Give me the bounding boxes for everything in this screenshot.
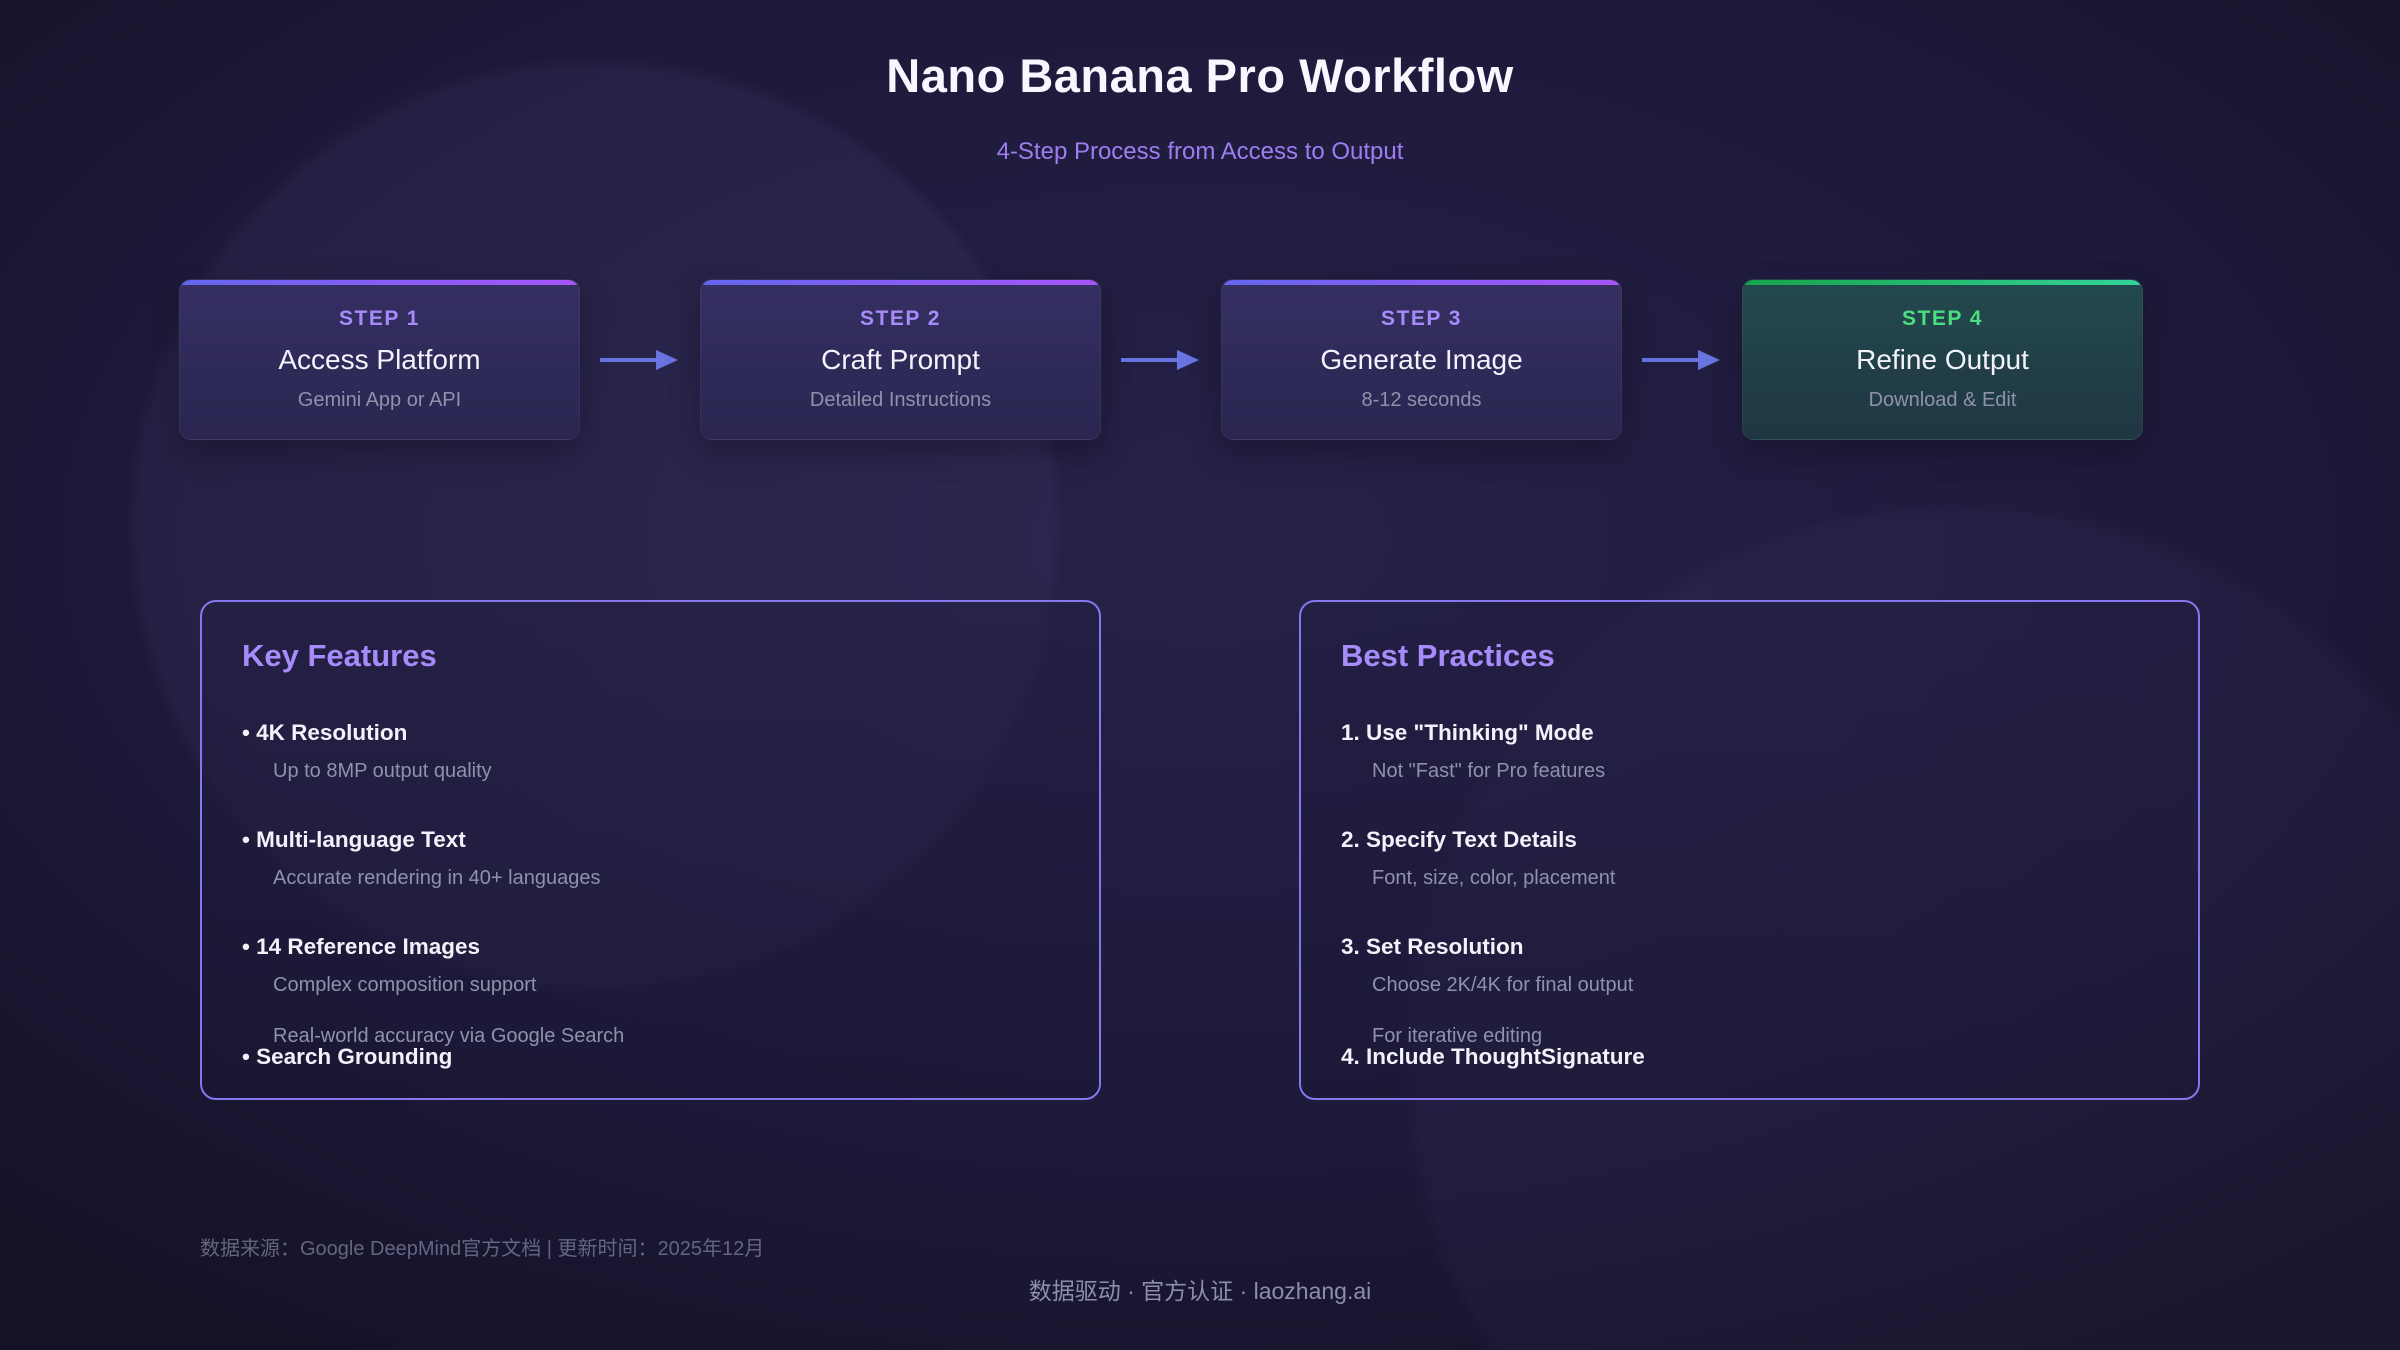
key-features-panel: Key Features • 4K Resolution Up to 8MP o… xyxy=(200,600,1101,1100)
step-desc: 8-12 seconds xyxy=(1361,389,1482,411)
practice-title: 4. Include ThoughtSignature xyxy=(1341,1044,1645,1069)
feature-item: • Multi-language Text Accurate rendering… xyxy=(242,827,1059,890)
step-card-1: STEP 1 Access Platform Gemini App or API xyxy=(179,279,580,440)
steps-row: STEP 1 Access Platform Gemini App or API… xyxy=(179,279,2143,440)
arrow-right-icon xyxy=(1642,349,1720,370)
step-label: STEP 4 xyxy=(1902,307,1983,330)
feature-item: Real-world accuracy via Google Search • … xyxy=(242,1025,1059,1070)
step-title: Craft Prompt xyxy=(821,344,980,375)
arrow-right-icon xyxy=(1121,349,1199,370)
feature-title: • 4K Resolution xyxy=(242,720,408,745)
step-connector xyxy=(1101,348,1221,372)
feature-desc: Real-world accuracy via Google Search xyxy=(273,1025,625,1047)
best-practices-panel: Best Practices 1. Use "Thinking" Mode No… xyxy=(1299,600,2200,1100)
step-card-4: STEP 4 Refine Output Download & Edit xyxy=(1742,279,2143,440)
step-desc: Gemini App or API xyxy=(297,389,462,411)
feature-desc: Up to 8MP output quality xyxy=(273,760,492,782)
feature-title: • Search Grounding xyxy=(242,1044,453,1069)
practice-desc: Choose 2K/4K for final output xyxy=(1372,974,1634,996)
practice-item: For iterative editing 4. Include Thought… xyxy=(1341,1025,2158,1070)
step-title: Generate Image xyxy=(1320,344,1523,375)
feature-title: • 14 Reference Images xyxy=(242,934,481,959)
step-title: Refine Output xyxy=(1856,344,2029,375)
practice-title: 3. Set Resolution xyxy=(1341,934,1524,959)
info-panels: Key Features • 4K Resolution Up to 8MP o… xyxy=(200,600,2200,1100)
practice-title: 1. Use "Thinking" Mode xyxy=(1341,720,1594,745)
practice-item: 3. Set Resolution Choose 2K/4K for final… xyxy=(1341,934,2158,997)
step-accent-bar xyxy=(1222,280,1621,285)
feature-item: • 4K Resolution Up to 8MP output quality xyxy=(242,720,1059,783)
panel-title: Best Practices xyxy=(1341,638,1555,673)
feature-desc: Accurate rendering in 40+ languages xyxy=(273,867,601,889)
page-subtitle: 4-Step Process from Access to Output xyxy=(996,138,1404,165)
step-card-2: STEP 2 Craft Prompt Detailed Instruction… xyxy=(700,279,1101,440)
step-label: STEP 1 xyxy=(339,307,420,330)
arrow-right-icon xyxy=(600,349,678,370)
step-desc: Detailed Instructions xyxy=(809,389,992,411)
feature-title: • Multi-language Text xyxy=(242,827,466,852)
data-source-note: 数据来源：Google DeepMind官方文档 | 更新时间：2025年12月 xyxy=(200,1238,765,1260)
step-accent-bar xyxy=(1743,280,2142,285)
step-accent-bar xyxy=(180,280,579,285)
step-title: Access Platform xyxy=(278,344,481,375)
practice-desc: Not "Fast" for Pro features xyxy=(1372,760,1606,782)
brand-footer: 数据驱动 · 官方认证 · laozhang.ai xyxy=(1028,1278,1372,1304)
practice-title: 2. Specify Text Details xyxy=(1341,827,1577,852)
step-accent-bar xyxy=(701,280,1100,285)
practice-item: 2. Specify Text Details Font, size, colo… xyxy=(1341,827,2158,890)
practice-item: 1. Use "Thinking" Mode Not "Fast" for Pr… xyxy=(1341,720,2158,783)
step-desc: Download & Edit xyxy=(1868,389,2017,411)
step-connector xyxy=(1622,348,1742,372)
step-label: STEP 2 xyxy=(860,307,941,330)
feature-desc: Complex composition support xyxy=(273,974,537,996)
page-title: Nano Banana Pro Workflow xyxy=(886,49,1514,102)
step-card-3: STEP 3 Generate Image 8-12 seconds xyxy=(1221,279,1622,440)
practice-desc: For iterative editing xyxy=(1372,1025,1543,1047)
practice-desc: Font, size, color, placement xyxy=(1372,867,1616,889)
feature-item: • 14 Reference Images Complex compositio… xyxy=(242,934,1059,997)
step-connector xyxy=(580,348,700,372)
panel-title: Key Features xyxy=(242,638,437,673)
step-label: STEP 3 xyxy=(1381,307,1462,330)
